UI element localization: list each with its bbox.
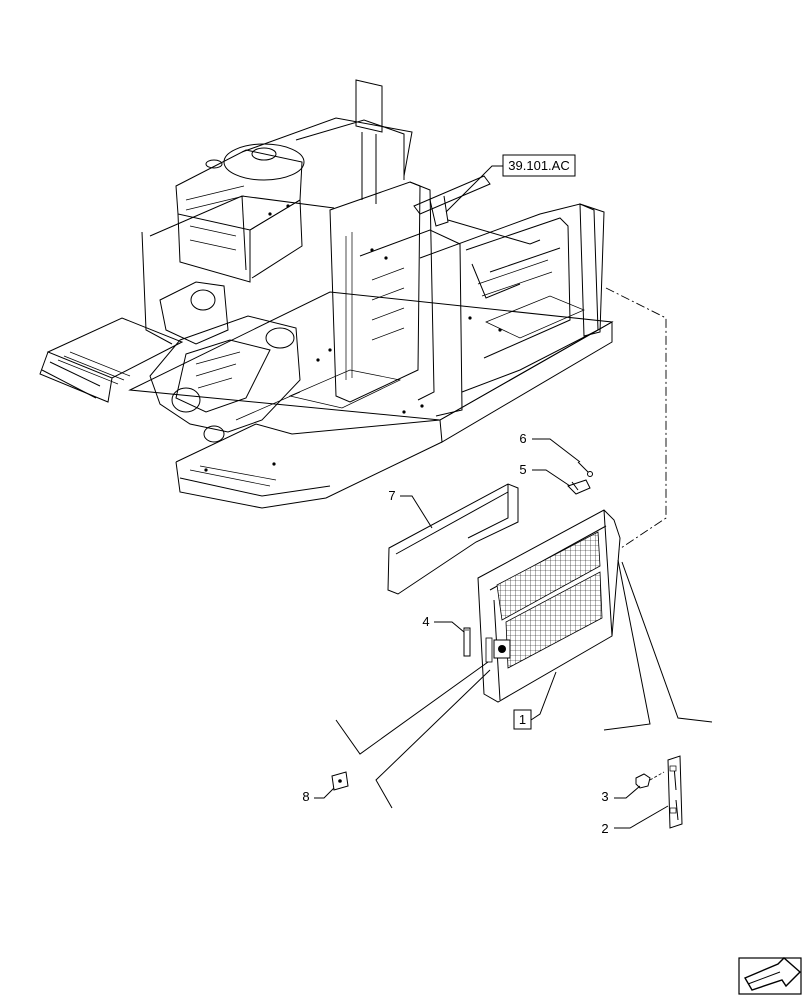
callout-6[interactable]: 6: [519, 431, 581, 463]
part-5-pin: [567, 479, 591, 495]
callout-8[interactable]: 8: [302, 787, 335, 804]
callout-8-label: 8: [302, 789, 309, 804]
callout-4[interactable]: 4: [422, 614, 465, 633]
part-7-pad: [387, 483, 519, 595]
callout-1-label: 1: [519, 712, 526, 727]
callout-2[interactable]: 2: [601, 805, 669, 836]
part-8-catch: [331, 771, 349, 791]
machine-frame-assembly: [39, 79, 614, 509]
reference-link[interactable]: 39.101.AC: [445, 154, 576, 213]
callout-3-label: 3: [601, 789, 608, 804]
assembly-connector-line: [605, 287, 667, 551]
part-6-bolt: [577, 461, 593, 477]
callout-7[interactable]: 7: [388, 488, 433, 529]
reference-label: 39.101.AC: [508, 158, 569, 173]
callout-1[interactable]: 1: [513, 671, 557, 730]
callout-5[interactable]: 5: [519, 462, 571, 487]
callout-5-label: 5: [519, 462, 526, 477]
part-2-hinge: [667, 755, 683, 829]
callout-4-label: 4: [422, 614, 429, 629]
callout-3[interactable]: 3: [601, 785, 641, 804]
part-3-nut: [635, 771, 665, 789]
callout-7-label: 7: [388, 488, 395, 503]
arrow-next-icon[interactable]: [738, 957, 802, 995]
leader-lines: [335, 559, 713, 809]
part-1-door-panel: [477, 509, 621, 703]
callout-6-label: 6: [519, 431, 526, 446]
callout-2-label: 2: [601, 821, 608, 836]
part-4-strut: [463, 627, 471, 657]
